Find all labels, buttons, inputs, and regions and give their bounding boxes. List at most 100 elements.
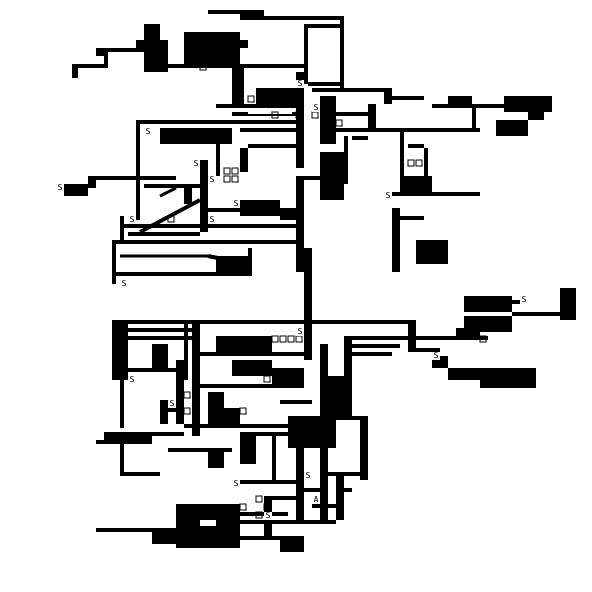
wall-segment xyxy=(120,472,160,476)
wall-segment xyxy=(216,104,304,108)
wall-segment xyxy=(336,112,368,116)
wall-group-right-middle xyxy=(408,288,576,388)
wall-segment xyxy=(408,144,424,148)
grid-tiles xyxy=(167,63,487,519)
wall-block xyxy=(216,336,272,352)
wall-segment xyxy=(248,248,252,276)
wall-segment xyxy=(504,300,520,304)
wall-segment xyxy=(120,444,124,476)
wall-segment xyxy=(104,56,108,68)
wall-block xyxy=(480,368,536,388)
grid-tile xyxy=(239,503,247,511)
wall-segment xyxy=(392,96,424,100)
wall-group-lower xyxy=(96,320,416,552)
wall-segment xyxy=(528,112,544,120)
wall-segment xyxy=(200,352,304,356)
wall-segment xyxy=(296,72,304,168)
wall-segment xyxy=(192,324,200,436)
wall-segment xyxy=(308,82,344,86)
wall-segment xyxy=(168,64,304,68)
wall-segment xyxy=(112,272,248,276)
wall-segment xyxy=(184,424,288,428)
wall-segment xyxy=(184,324,188,380)
wall-block xyxy=(496,120,528,136)
wall-segment xyxy=(360,420,368,480)
wall-segment xyxy=(248,144,296,148)
floor-opening xyxy=(312,28,336,80)
wall-segment xyxy=(96,528,176,532)
wall-segment xyxy=(304,488,320,492)
wall-segment xyxy=(296,440,304,520)
wall-segment xyxy=(312,504,336,508)
wall-segment xyxy=(344,336,408,340)
wall-block xyxy=(392,208,400,272)
wall-segment xyxy=(76,64,108,68)
wall-segment xyxy=(264,16,344,20)
wall-segment xyxy=(232,68,244,104)
grid-tile xyxy=(231,175,239,183)
wall-segment xyxy=(432,356,448,368)
wall-segment xyxy=(176,544,240,548)
wall-segment xyxy=(96,440,104,444)
wall-block xyxy=(160,344,168,368)
wall-segment xyxy=(88,176,176,180)
wall-block xyxy=(504,96,552,112)
wall-segment xyxy=(432,104,552,108)
wall-group-upper-left xyxy=(64,112,304,284)
wall-segment xyxy=(296,176,304,272)
wall-segment xyxy=(208,10,264,14)
wall-block xyxy=(256,88,304,104)
wall-segment xyxy=(112,244,116,284)
wall-segment xyxy=(416,348,440,352)
grid-tile xyxy=(183,407,191,415)
wall-segment xyxy=(304,24,308,84)
wall-segment xyxy=(512,312,576,316)
wall-block xyxy=(232,360,272,376)
wall-segment xyxy=(344,344,400,348)
wall-segment xyxy=(112,240,304,244)
wall-block xyxy=(112,324,128,380)
wall-segment xyxy=(120,224,304,228)
wall-segment xyxy=(112,320,416,324)
wall-segment xyxy=(128,232,200,236)
wall-block xyxy=(208,392,224,424)
wall-segment xyxy=(264,500,272,536)
wall-segment xyxy=(344,488,352,492)
grid-tile xyxy=(415,159,423,167)
wall-segment xyxy=(216,144,220,176)
wall-segment xyxy=(304,24,340,28)
wall-segment xyxy=(336,476,344,520)
wall-segment xyxy=(456,328,480,336)
wall-segment xyxy=(320,344,328,376)
wall-segment xyxy=(240,14,264,20)
wall-segment xyxy=(280,400,312,404)
grid-tile xyxy=(167,215,175,223)
wall-segment xyxy=(392,192,480,196)
grid-tile xyxy=(263,375,271,383)
floor-opening xyxy=(200,520,216,526)
grid-tile xyxy=(271,335,279,343)
wall-segment xyxy=(88,180,96,188)
wall-segment xyxy=(336,128,480,132)
grid-tile xyxy=(255,495,263,503)
wall-segment xyxy=(472,104,476,132)
wall-segment xyxy=(240,480,296,484)
wall-segment xyxy=(96,48,144,52)
wall-block xyxy=(184,32,240,68)
wall-segment xyxy=(240,128,296,132)
wall-segment xyxy=(320,448,328,520)
wall-segment xyxy=(72,64,78,78)
wall-block xyxy=(400,176,432,192)
grid-tile xyxy=(247,95,255,103)
wall-block xyxy=(320,152,344,200)
wall-segment xyxy=(408,336,488,340)
grid-tile xyxy=(295,111,303,119)
wall-segment xyxy=(256,432,296,436)
wall-segment xyxy=(312,88,392,92)
wall-segment xyxy=(400,216,424,220)
wall-segment xyxy=(304,248,312,360)
grid-tile xyxy=(223,175,231,183)
wall-segment xyxy=(280,212,296,220)
grid-tile xyxy=(479,335,487,343)
wall-segment xyxy=(200,160,208,232)
